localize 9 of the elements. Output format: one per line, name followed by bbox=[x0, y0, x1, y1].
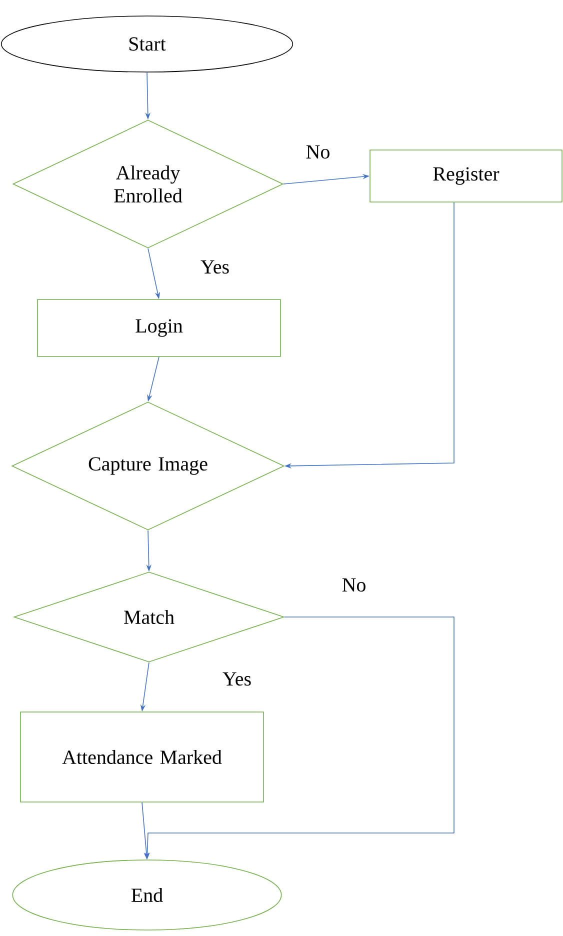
start-oval: Start bbox=[0, 16, 294, 72]
end-oval: End bbox=[12, 860, 282, 930]
edge-label: No bbox=[304, 144, 332, 160]
process-box: Register bbox=[370, 150, 562, 202]
edge-label: No bbox=[340, 577, 368, 593]
edge-label: Yes bbox=[199, 259, 231, 275]
process-box: Login bbox=[37, 299, 281, 357]
edge-label: Yes bbox=[221, 671, 253, 687]
process-box: Attendance Marked bbox=[20, 712, 264, 802]
